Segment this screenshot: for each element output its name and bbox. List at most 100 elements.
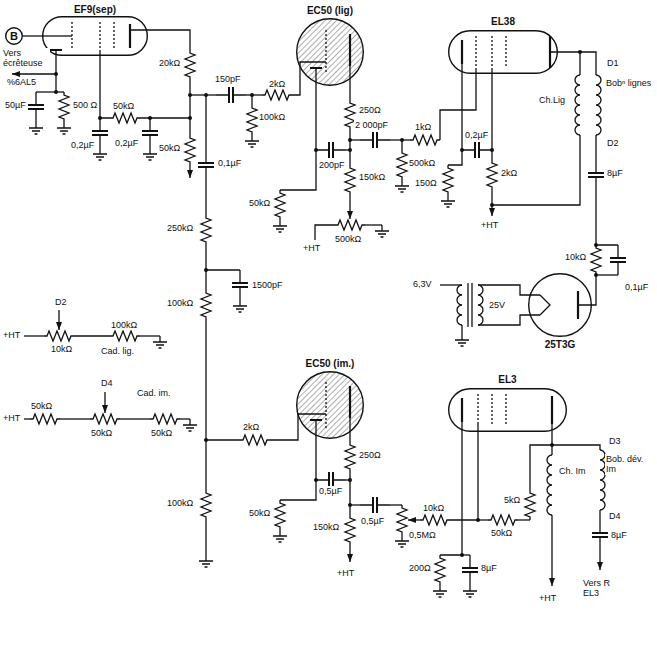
transformer-winding — [457, 285, 462, 325]
junction-dot — [188, 116, 192, 120]
capacitor-symbol — [142, 118, 158, 148]
circuit-label: 10kΩ — [422, 503, 445, 513]
capacitor-symbol — [198, 150, 214, 180]
wire — [315, 225, 335, 240]
capacitor-symbol — [610, 245, 626, 275]
circuit-label: 0,5µF — [360, 516, 385, 526]
junction-dot — [348, 138, 352, 142]
resistor-symbol — [525, 490, 535, 520]
resistor-symbol — [240, 435, 270, 445]
wire — [462, 36, 550, 68]
circuit-label: Vers écrêteuse — [2, 48, 50, 69]
junction-dot — [490, 203, 494, 207]
tube-label-band: EL38 — [448, 12, 558, 30]
wire — [365, 224, 382, 225]
tube-envelope: EL38 — [448, 12, 558, 74]
capacitor-symbol — [360, 132, 390, 148]
resistor-symbol — [185, 135, 195, 165]
wire — [24, 335, 44, 336]
circuit-label: D4 — [608, 511, 622, 521]
tube-label-band: EL3 — [448, 370, 567, 388]
tube-envelope: 25T3G — [528, 273, 592, 351]
circuit-label: 0,5µF — [318, 486, 343, 496]
circuit-label: 100kΩ — [258, 112, 286, 122]
resistor-symbol — [435, 555, 445, 585]
tube-name: EC50 (im.) — [306, 358, 355, 369]
junction-dot — [250, 93, 254, 97]
wire — [310, 386, 350, 420]
circuit-label: Vers R EL3 — [582, 578, 628, 599]
terminal-letter: B — [10, 30, 18, 42]
circuit-label: 150kΩ — [358, 172, 386, 182]
ground-symbol — [183, 419, 197, 431]
resistor-symbol — [44, 331, 74, 341]
capacitor-symbol — [360, 497, 390, 513]
ground-symbol — [433, 585, 447, 597]
wire — [120, 418, 150, 419]
resistor-symbol — [397, 505, 407, 535]
junction-dot — [148, 116, 152, 120]
resistor-symbol — [110, 113, 140, 123]
circuit-label: +HT — [538, 593, 557, 603]
circuit-label: Cad. lig. — [100, 346, 135, 356]
wire — [12, 73, 56, 74]
envelope-circle — [529, 274, 592, 337]
wire — [36, 91, 64, 92]
circuit-label: 150pF — [214, 74, 242, 84]
circuit-label: D3 — [608, 436, 622, 446]
ground-symbol — [245, 135, 259, 147]
circuit-label: %6AL5 — [6, 77, 37, 87]
ground-symbol — [441, 195, 455, 207]
circuit-label: 100kΩ — [110, 320, 138, 330]
circuit-label: 2kΩ — [242, 422, 260, 432]
junction-dot — [460, 553, 464, 557]
tube-name: EL3 — [498, 374, 516, 385]
wire — [462, 396, 552, 424]
tube-shading — [297, 19, 363, 85]
resistor-symbol — [345, 515, 355, 545]
wire — [60, 418, 90, 419]
circuit-label: 500 Ω — [72, 100, 98, 110]
wire — [599, 550, 600, 570]
wiring — [12, 30, 618, 586]
wire — [476, 36, 506, 68]
circuit-label: 200pF — [318, 160, 346, 170]
wire — [50, 24, 130, 50]
wire — [72, 22, 114, 50]
wire — [140, 117, 190, 118]
wire — [206, 439, 240, 440]
junction-dot — [314, 148, 318, 152]
resistor-symbol — [247, 105, 257, 135]
coil-symbol — [575, 75, 580, 135]
circuit-label: 8µF — [480, 563, 498, 573]
circuit-label: 25V — [488, 300, 506, 310]
junction-dot — [54, 72, 58, 76]
wire — [205, 520, 206, 555]
wire — [74, 335, 110, 336]
capacitor-symbol — [592, 520, 608, 550]
resistor-symbol — [201, 290, 211, 320]
circuit-label: 0,1µF — [217, 158, 242, 168]
capacitor-symbol — [232, 270, 248, 300]
circuit-label: 50kΩ — [248, 198, 271, 208]
resistor-symbol — [443, 165, 453, 195]
circuit-label: D4 — [100, 378, 114, 388]
wire — [140, 335, 160, 336]
resistor-symbol — [335, 220, 365, 230]
resistor-symbol — [591, 245, 601, 275]
circuit-label: Ch.Lig — [538, 95, 566, 105]
circuit-label: Bob. dév. Im — [605, 454, 653, 475]
wire — [596, 190, 618, 245]
circuit-label: 0,5MΩ — [408, 530, 437, 540]
circuit-label: 2kΩ — [500, 168, 518, 178]
resistor-symbol — [275, 190, 285, 220]
wire — [349, 130, 350, 165]
circuit-label: 50kΩ — [112, 101, 135, 111]
tube-label-band: EF9(sep) — [42, 2, 148, 16]
circuit-label: +HT — [480, 220, 499, 230]
wire — [100, 50, 110, 118]
wire — [448, 64, 462, 165]
tube-label-band: EC50 (lig) — [296, 2, 364, 18]
wire — [58, 310, 59, 330]
tube-name: EC50 (lig) — [307, 5, 353, 16]
